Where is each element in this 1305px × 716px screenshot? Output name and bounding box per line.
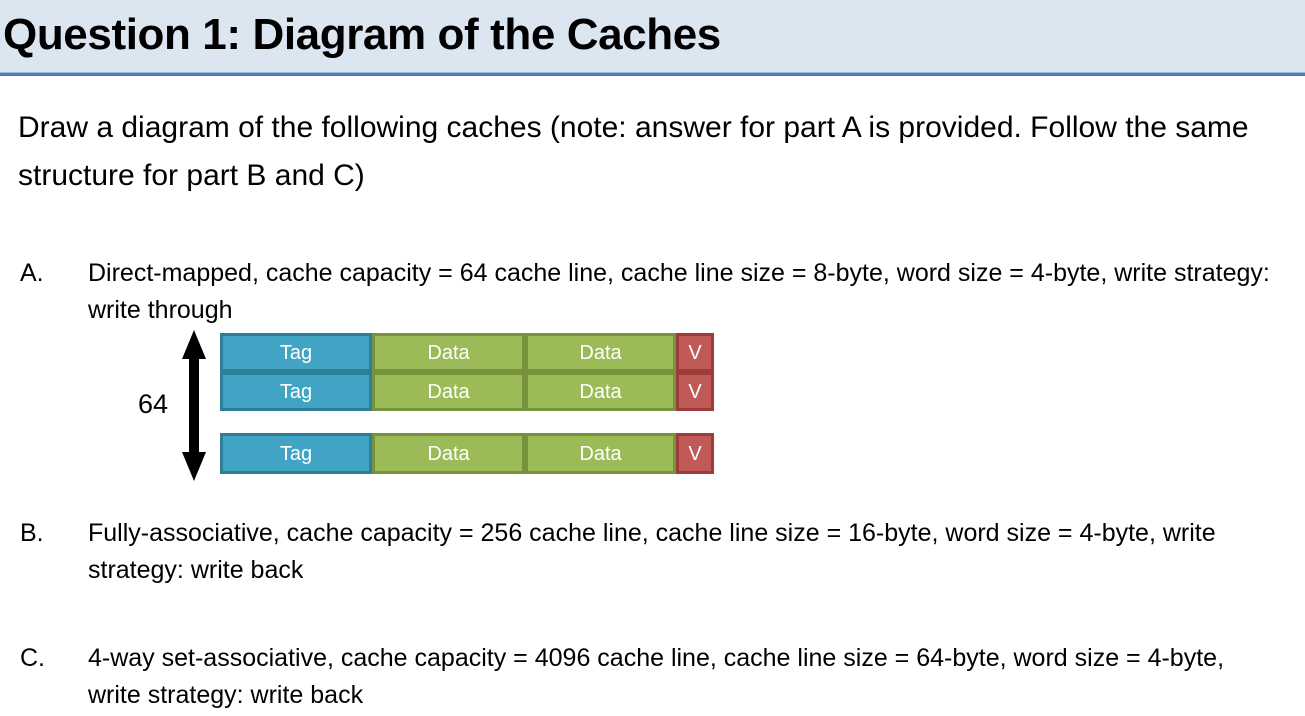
item-marker-c: C.: [20, 644, 45, 672]
cache-line-row: Tag Data Data V: [220, 372, 714, 411]
cell-data-word-2: Data: [525, 433, 676, 474]
question-item-a: A. Direct-mapped, cache capacity = 64 ca…: [20, 255, 1285, 329]
cache-line-row: Tag Data Data V: [220, 333, 714, 372]
cell-data-word-2: Data: [525, 333, 676, 372]
cell-tag: Tag: [220, 333, 372, 372]
intro-paragraph: Draw a diagram of the following caches (…: [18, 111, 1249, 192]
cell-valid-bit: V: [676, 333, 714, 372]
cell-data-word-1: Data: [372, 372, 525, 411]
cache-line-count-label: 64: [138, 389, 169, 419]
item-text-c: 4-way set-associative, cache capacity = …: [88, 644, 1225, 709]
cell-tag: Tag: [220, 372, 372, 411]
cell-valid-bit: V: [676, 372, 714, 411]
cell-tag: Tag: [220, 433, 372, 474]
cell-data-word-2: Data: [525, 372, 676, 411]
page-title: Question 1: Diagram of the Caches: [3, 10, 721, 59]
item-text-b: Fully-associative, cache capacity = 256 …: [88, 519, 1216, 584]
cell-data-word-1: Data: [372, 433, 525, 474]
slide-title-bar: Question 1: Diagram of the Caches: [0, 0, 1305, 72]
item-marker-a: A.: [20, 259, 44, 287]
cache-line-row: Tag Data Data V: [220, 433, 714, 474]
item-marker-b: B.: [20, 519, 44, 547]
item-text-a: Direct-mapped, cache capacity = 64 cache…: [88, 259, 1270, 324]
double-headed-vertical-arrow-icon: [178, 328, 210, 483]
cell-valid-bit: V: [676, 433, 714, 474]
question-item-b: B. Fully-associative, cache capacity = 2…: [20, 515, 1295, 589]
cell-data-word-1: Data: [372, 333, 525, 372]
question-item-c: C. 4-way set-associative, cache capacity…: [20, 640, 1280, 714]
title-divider-rule: [0, 72, 1305, 76]
